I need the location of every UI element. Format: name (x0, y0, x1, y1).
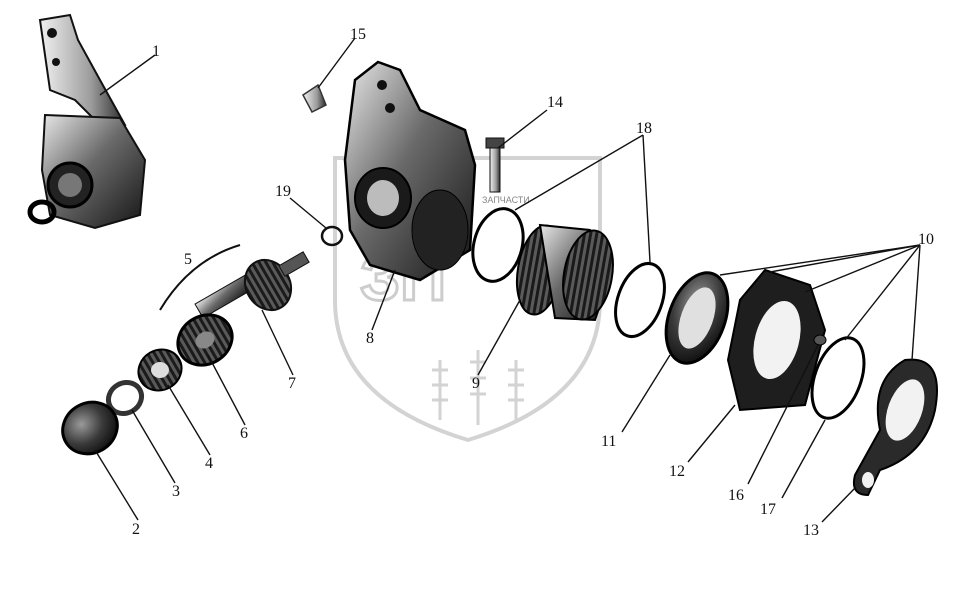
callout-14: 14 (547, 94, 563, 111)
leader-10c (804, 244, 921, 293)
callout-17: 17 (760, 501, 776, 518)
leader-1 (99, 54, 156, 96)
callout-18: 18 (636, 120, 652, 137)
leader-2 (94, 449, 139, 521)
leader-lines (94, 37, 921, 523)
part-13-gasket (852, 358, 938, 497)
leader-18b (642, 134, 651, 263)
part-17-ring (810, 336, 866, 420)
watermark-wheat-icon (432, 350, 524, 425)
callout-16: 16 (728, 487, 744, 504)
leader-16 (747, 344, 819, 485)
leader-6 (207, 354, 246, 426)
part-16-screw (813, 334, 827, 346)
watermark-shield-icon (333, 156, 602, 443)
leader-14 (497, 109, 548, 149)
leader-10b (769, 244, 921, 273)
callout-9: 9 (472, 375, 480, 392)
callout-labels: 1 2 3 4 5 6 7 8 9 10 11 12 13 14 15 16 1… (132, 26, 934, 539)
leader-19 (289, 197, 327, 229)
callout-1: 1 (152, 43, 160, 60)
callout-6: 6 (240, 425, 248, 442)
callout-19: 19 (275, 183, 291, 200)
callout-3: 3 (172, 483, 180, 500)
callout-13: 13 (803, 522, 819, 539)
leader-10e (911, 244, 921, 361)
leader-15 (317, 37, 356, 89)
part-7-worm-shaft (194, 251, 310, 319)
leader-18a (514, 134, 644, 211)
part-1-slack-adjuster-lever (27, 13, 147, 230)
leader-13 (821, 487, 856, 523)
callout-15: 15 (350, 26, 366, 43)
callout-2: 2 (132, 521, 140, 538)
callout-12: 12 (669, 463, 685, 480)
leader-17 (781, 419, 826, 499)
callout-4: 4 (205, 455, 213, 472)
leader-8 (371, 269, 396, 331)
leader-10d (844, 244, 921, 341)
callout-10: 10 (918, 231, 934, 248)
callout-11: 11 (601, 433, 616, 450)
leader-7 (261, 309, 294, 376)
part-9-bushing (515, 223, 614, 322)
watermark-label: ЗАПЧАСТИ (482, 195, 530, 205)
part-15-grease-fitting (302, 83, 327, 113)
leader-11 (621, 354, 671, 433)
leader-10a (719, 244, 921, 276)
leader-4 (167, 384, 211, 456)
part-18-o-ring-right (614, 262, 666, 338)
callout-7: 7 (288, 375, 296, 392)
callout-8: 8 (366, 330, 374, 347)
leader-12 (687, 404, 736, 463)
callout-5: 5 (184, 251, 192, 268)
leader-9 (477, 299, 521, 376)
part-2-cap (61, 400, 119, 456)
leader-3 (131, 409, 176, 484)
part-5-spring-wire (159, 244, 241, 311)
part-8-housing (343, 60, 477, 282)
part-19-small-o-ring (320, 225, 344, 247)
part-12-cover-plate (726, 268, 827, 412)
part-18-o-ring-left (471, 207, 525, 283)
